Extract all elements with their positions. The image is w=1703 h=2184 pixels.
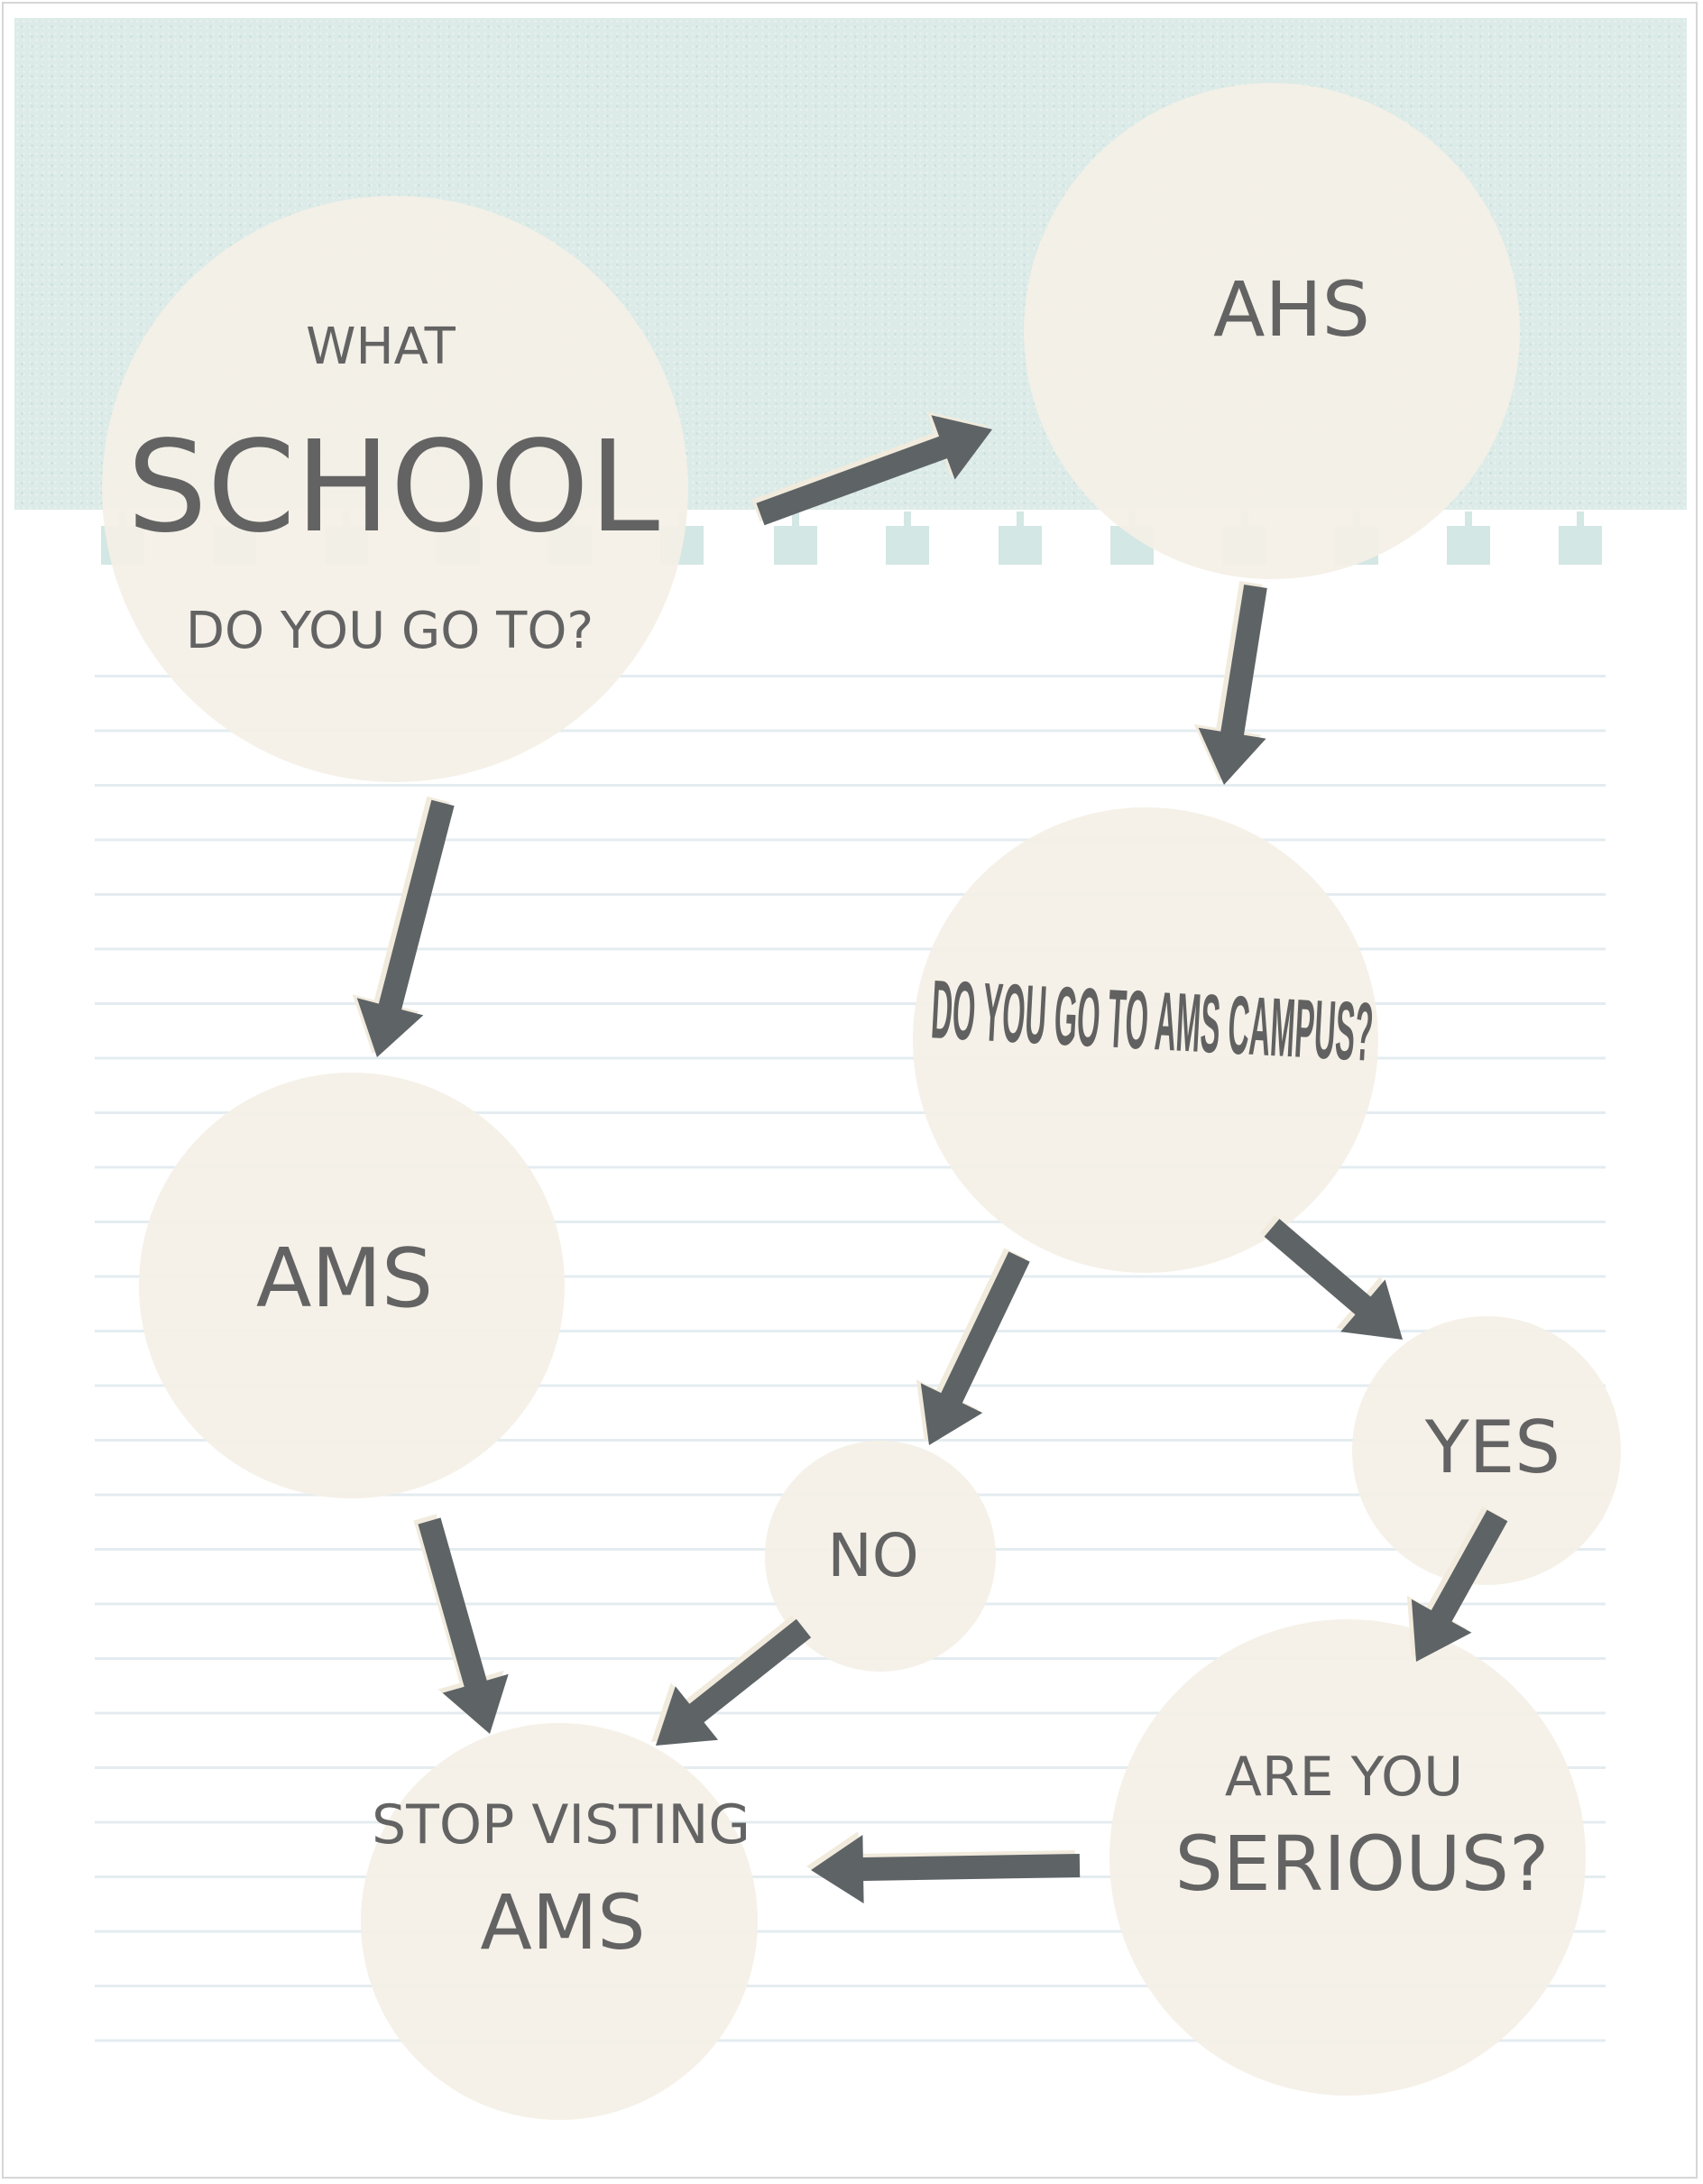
arrow-campus-to-yes	[1264, 1219, 1403, 1340]
arrow-ahs-to-campus	[1198, 585, 1267, 785]
flow-arrows	[352, 411, 1508, 1903]
bubble-what-school: WHAT SCHOOL DO YOU GO TO?	[102, 196, 688, 782]
arrow-yes-to-serious	[1411, 1509, 1508, 1662]
bubble-yes: YES	[1352, 1316, 1621, 1585]
arrow-campus-to-no	[920, 1251, 1030, 1445]
arrow-no-to-stop	[656, 1618, 812, 1746]
arrow-ams-to-stop	[418, 1517, 509, 1734]
what-school-line1: WHAT	[306, 318, 456, 376]
bubble-stop: STOP VISTING AMS	[361, 1723, 758, 2120]
bubble-no: NO	[765, 1441, 996, 1672]
stop-line2: AMS	[480, 1878, 645, 1967]
bubble-ahs: AHS	[1024, 83, 1520, 579]
bubble-campus: DO YOU GO TO AMS CAMPUS?	[913, 807, 1378, 1273]
arrow-what_school-to-ahs	[756, 415, 992, 526]
ahs-label: AHS	[1213, 265, 1370, 354]
what-school-line2: SCHOOL	[127, 414, 659, 561]
bubble-ams: AMS	[139, 1073, 565, 1498]
no-label: NO	[827, 1521, 918, 1590]
serious-line1: ARE YOU	[1225, 1746, 1463, 1809]
what-school-line3: DO YOU GO TO?	[186, 602, 594, 660]
serious-line2: SERIOUS?	[1174, 1820, 1549, 1908]
yes-label: YES	[1424, 1405, 1560, 1489]
arrow-serious-to-stop	[811, 1835, 1081, 1903]
arrow-what_school-to-ams	[356, 799, 455, 1057]
ams-label: AMS	[256, 1231, 433, 1326]
bubble-serious: ARE YOU SERIOUS?	[1109, 1619, 1586, 2096]
stop-line1: STOP VISTING	[372, 1793, 750, 1857]
